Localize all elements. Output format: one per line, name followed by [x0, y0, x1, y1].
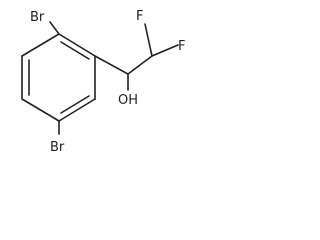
atom-label-br-bottom: Br: [50, 140, 65, 155]
bond-choh-to-chf2: [127, 55, 153, 75]
atom-label-f-left: F: [136, 9, 143, 24]
benzene-ring: [21, 33, 96, 122]
atom-label-f-right: F: [178, 39, 185, 54]
bond-ring-to-choh: [94, 55, 129, 75]
chemical-structure-diagram: Br Br F F OH: [21, 9, 185, 155]
atom-label-br-top: Br: [30, 10, 45, 25]
atom-label-oh: OH: [118, 93, 138, 108]
ring-bond-c3-c4: [58, 98, 96, 122]
bond-chf2-to-f-right: [151, 44, 179, 57]
bond-ring-to-br-top: [49, 21, 60, 35]
ring-double-bond-inner-top: [60, 41, 90, 60]
ring-bond-c6-c1: [21, 33, 60, 57]
bond-chf2-to-f-left: [144, 23, 153, 57]
ring-bond-c4-c5: [21, 98, 60, 122]
ring-bond-c1-c2: [58, 33, 96, 57]
ring-double-bond-inner-right: [60, 95, 90, 114]
